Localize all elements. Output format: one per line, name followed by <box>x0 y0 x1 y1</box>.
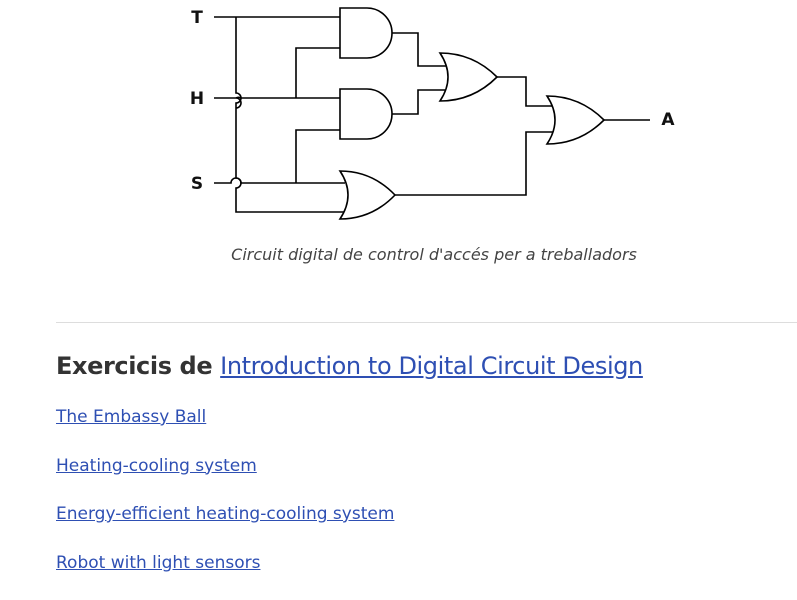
input-label-h: H <box>190 89 204 109</box>
section-divider <box>56 322 797 323</box>
logic-circuit-diagram: T H S A <box>0 0 797 240</box>
output-label-a: A <box>661 110 675 130</box>
wire-s-tap <box>296 130 340 183</box>
wire-and2-out <box>392 90 448 114</box>
and-gate-2 <box>340 89 392 139</box>
wire-or1-out <box>497 77 555 106</box>
list-item: Energy-efficient heating-cooling system <box>56 503 394 552</box>
exercise-link-energy-efficient[interactable]: Energy-efficient heating-cooling system <box>56 504 394 524</box>
list-item: Robot with light sensors <box>56 552 394 600</box>
course-link[interactable]: Introduction to Digital Circuit Design <box>220 352 643 380</box>
exercise-link-heating-cooling[interactable]: Heating-cooling system <box>56 456 257 476</box>
or-gate-final <box>547 96 604 144</box>
or-gate-middle <box>440 53 497 101</box>
exercise-link-embassy-ball[interactable]: The Embassy Ball <box>56 407 206 427</box>
wire-h <box>214 97 340 108</box>
exercise-list: The Embassy Ball Heating-cooling system … <box>56 406 394 600</box>
diagram-caption: Circuit digital de control d'accés per a… <box>0 245 797 264</box>
or-gate-bottom <box>340 171 395 219</box>
list-item: The Embassy Ball <box>56 406 394 455</box>
wire-h-tap <box>296 48 340 98</box>
exercises-heading: Exercicis de Introduction to Digital Cir… <box>56 352 643 380</box>
input-label-t: T <box>191 8 203 28</box>
input-label-s: S <box>191 174 203 194</box>
exercise-link-robot-light-sensors[interactable]: Robot with light sensors <box>56 553 260 573</box>
heading-prefix: Exercicis de <box>56 352 212 380</box>
list-item: Heating-cooling system <box>56 455 394 504</box>
wire-s <box>214 178 345 183</box>
and-gate-1 <box>340 8 392 58</box>
wire-or-bottom-out <box>395 132 555 195</box>
wire-and1-out <box>392 33 448 66</box>
